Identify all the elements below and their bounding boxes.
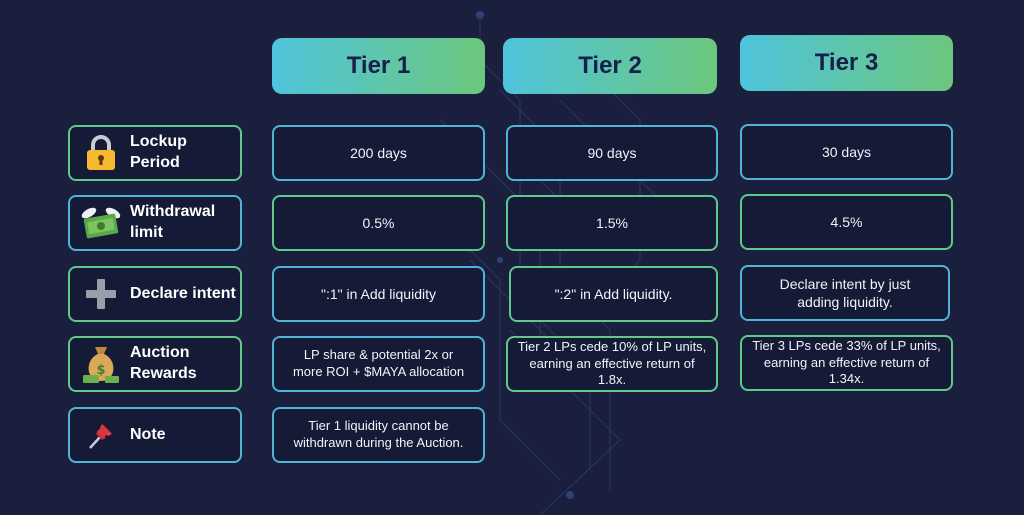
money-bag-icon: $ — [78, 341, 124, 387]
tier-1-auction-cell: LP share & potential 2x or more ROI + $M… — [272, 336, 485, 392]
cell-text: 90 days — [587, 144, 637, 161]
cell-text: 4.5% — [830, 213, 863, 230]
tier-2-lockup-cell: 90 days — [506, 125, 718, 181]
cell-text: 200 days — [350, 144, 407, 161]
cell-text: 30 days — [821, 143, 872, 160]
cell-text: ":2" in Add liquidity. — [554, 285, 673, 302]
tier-1-lockup-cell: 200 days — [272, 125, 485, 181]
cell-text: Tier 1 liquidity cannot be withdrawn dur… — [293, 418, 464, 450]
tier-3-header: Tier 3 — [740, 35, 953, 91]
row-label-withdrawal-limit: Withdrawal limit — [68, 195, 242, 251]
tier-1-title: Tier 1 — [346, 52, 411, 79]
tier-3-auction-cell: Tier 3 LPs cede 33% of LP units, earning… — [740, 335, 953, 391]
row-label-lockup-period: Lockup Period — [68, 125, 242, 181]
tier-3-withdrawal-cell: 4.5% — [740, 194, 953, 250]
cell-text: Declare intent by just adding liquidity. — [779, 275, 911, 310]
cell-text: ":1" in Add liquidity — [320, 285, 436, 302]
tier-1-header: Tier 1 — [272, 38, 485, 94]
tier-3-title: Tier 3 — [814, 49, 879, 76]
tier-2-declare-cell: ":2" in Add liquidity. — [509, 266, 718, 322]
tier-1-declare-cell: ":1" in Add liquidity — [272, 266, 485, 322]
svg-text:$: $ — [96, 363, 105, 378]
tier-3-declare-cell: Declare intent by just adding liquidity. — [740, 265, 950, 321]
tier-2-withdrawal-cell: 1.5% — [506, 195, 718, 251]
row-label-text: Withdrawal — [130, 203, 216, 221]
row-label-text: Lockup Period — [130, 133, 187, 171]
cell-text: 1.5% — [596, 214, 628, 231]
tier-1-note-cell: Tier 1 liquidity cannot be withdrawn dur… — [272, 407, 485, 463]
cell-text: LP share & potential 2x or more ROI + $M… — [292, 347, 465, 379]
row-label-text-2: limit — [130, 224, 163, 241]
tier-1-withdrawal-cell: 0.5% — [272, 195, 485, 251]
cell-text: Tier 2 LPs cede 10% of LP units, earning… — [517, 338, 707, 388]
row-label-text: Note — [130, 425, 166, 443]
cell-text: Tier 3 LPs cede 33% of LP units, earning… — [752, 337, 941, 387]
tier-2-title: Tier 2 — [578, 52, 642, 79]
row-label-text-2: Rewards — [130, 365, 197, 382]
tier-2-auction-cell: Tier 2 LPs cede 10% of LP units, earning… — [506, 336, 718, 392]
row-label-text: Declare intent — [130, 284, 236, 302]
tier-3-lockup-cell: 30 days — [740, 124, 953, 180]
row-label-auction-rewards: $ Auction Rewards — [68, 336, 242, 392]
row-label-note: Note — [68, 407, 242, 463]
row-label-declare-intent: Declare intent — [68, 266, 242, 322]
row-label-text: Auction — [130, 344, 190, 362]
plus-icon — [78, 271, 124, 317]
flying-money-icon — [78, 200, 124, 246]
tier-2-header: Tier 2 — [503, 38, 717, 94]
padlock-icon — [78, 130, 124, 176]
pushpin-icon — [78, 412, 124, 458]
cell-text: 0.5% — [362, 214, 395, 231]
